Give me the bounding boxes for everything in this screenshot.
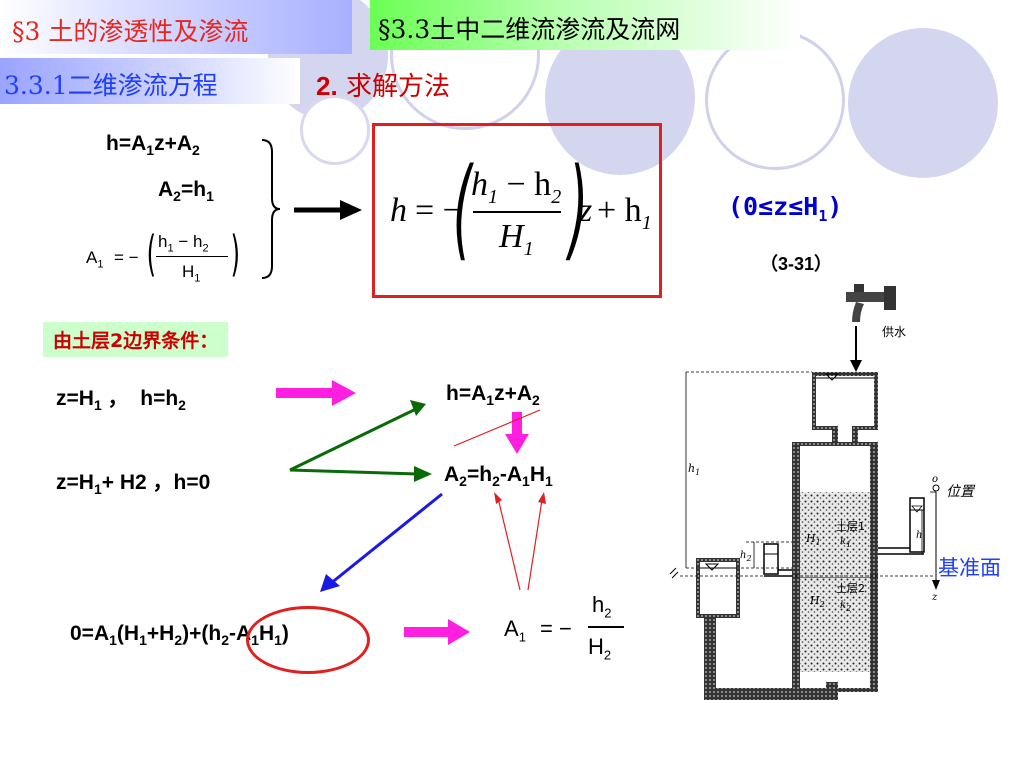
red-lines <box>453 409 546 591</box>
subsubsection-title: 3.3.1二维渗流方程 <box>4 71 218 100</box>
magenta-arrow-bottom <box>404 619 470 645</box>
arrow-to-formula <box>294 200 362 220</box>
section-title: §3 土的渗透性及渗流 <box>12 17 249 46</box>
subsubsection-banner <box>0 58 300 104</box>
origin-o: o <box>932 474 938 485</box>
seepage-diagram: 供水 H1 土层1 k1 H2 土层2 k2 h1 h2 o 位置 z <box>669 284 976 700</box>
method-title: 2. 求解方法 <box>316 66 450 103</box>
green-arrows <box>289 400 432 482</box>
main-formula: h = − ( h1 − h2 H1 ) z + h1 <box>390 144 652 272</box>
method-number: 2. <box>316 71 338 101</box>
faucet-icon <box>846 284 896 372</box>
layer2-label: 土层2 <box>836 582 865 595</box>
condition-1: z=H1 ， h=h2 <box>56 387 186 414</box>
supply-label: 供水 <box>882 325 906 339</box>
blue-arrow <box>320 492 443 592</box>
z-label: z <box>931 592 938 603</box>
subsection-title: §3.3土中二维流渗流及流网 <box>378 15 681 44</box>
right-brace <box>261 139 281 279</box>
method-label: 求解方法 <box>345 72 450 102</box>
svg-text:H2: H2 <box>809 594 825 609</box>
svg-text:h2: h2 <box>740 550 752 563</box>
subsection-title-banner <box>370 0 800 50</box>
range-condition: (0≤z≤H1) <box>728 192 843 225</box>
svg-text:k1: k1 <box>840 536 851 549</box>
position-label: 位置 <box>946 484 976 500</box>
final-a1-fraction: A1 = − h2 H2 <box>504 590 634 670</box>
main-formula-box: h = − ( h1 − h2 H1 ) z + h1 <box>372 123 662 298</box>
equation-h-a1z-a2: h=A1z+A2 <box>106 132 200 159</box>
svg-text:h: h <box>916 530 922 541</box>
svg-text:H1: H1 <box>805 532 821 547</box>
flow-arrows <box>276 380 546 645</box>
highlight-ellipse <box>246 606 370 674</box>
boundary-condition-label: 由土层2边界条件： <box>43 322 229 357</box>
svg-text:k2: k2 <box>840 600 851 613</box>
decor-circle-5 <box>848 28 998 178</box>
bottom-equation: 0=A1(H1+H2)+(h2-A1H1) <box>70 622 289 649</box>
equation-a2-h1: A2=h1 <box>158 178 214 205</box>
layer1-label: 土层1 <box>836 520 865 533</box>
svg-text:h1: h1 <box>688 462 700 477</box>
result-h-a1z-a2: h=A1z+A2 <box>446 382 540 409</box>
decor-circle-4 <box>705 30 845 170</box>
decor-circle-6 <box>300 95 370 165</box>
equation-a1-fraction: A1 = − ( h1 − h2 H1 ) <box>86 226 241 285</box>
magenta-arrow-down <box>505 412 529 454</box>
condition-2: z=H1+ H2 ，h=0 <box>56 471 211 498</box>
result-a2-h2-a1h1: A2=h2-A1H1 <box>444 463 553 490</box>
section-title-banner <box>0 0 352 54</box>
magenta-arrow-top <box>276 380 356 406</box>
equation-number: （3-31） <box>760 254 833 274</box>
datum-label: 基准面 <box>938 556 1001 580</box>
